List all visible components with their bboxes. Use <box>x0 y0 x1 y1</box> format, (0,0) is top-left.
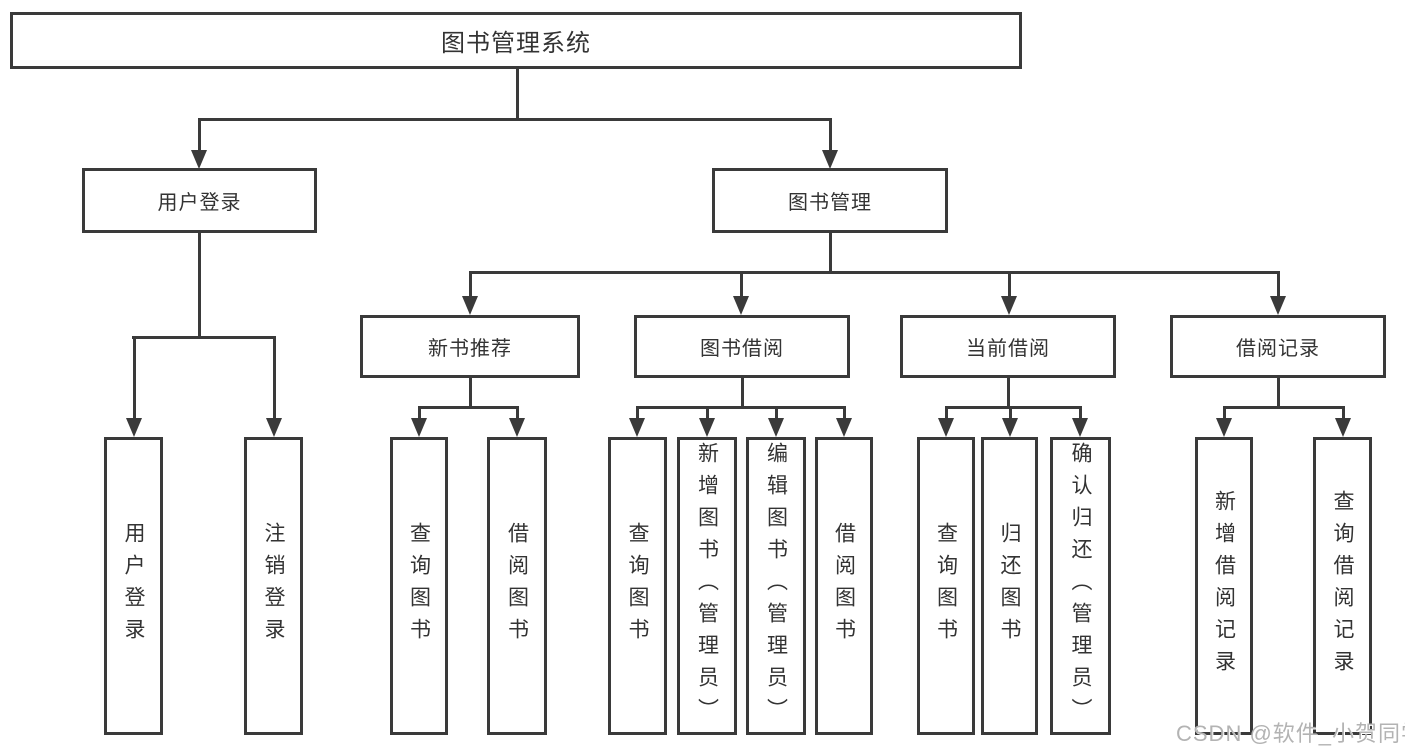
arrowhead-down-icon <box>1072 418 1088 437</box>
arrowhead-down-icon <box>462 296 478 315</box>
connector-root-hbar <box>198 118 831 121</box>
leaf-query-borrow-record: 查询借阅记录 <box>1313 437 1372 735</box>
connector-drop-book-management <box>829 118 832 151</box>
leaf-edit-book-admin: 编辑图书（管理员） <box>746 437 806 735</box>
leaf-label: 编辑图书（管理员） <box>764 442 788 730</box>
leaf-label: 用户登录 <box>122 522 145 650</box>
connector-new-book-hbar <box>418 406 519 409</box>
arrowhead-down-icon <box>836 418 852 437</box>
connector-user-login-stub <box>198 233 201 338</box>
connector-book-management-hbar <box>469 271 1280 274</box>
leaf-logout: 注销登录 <box>244 437 303 735</box>
connector-drop <box>775 406 778 420</box>
connector-borrow-record-hbar <box>1223 406 1344 409</box>
connector-drop <box>1342 406 1345 420</box>
node-book-borrow: 图书借阅 <box>634 315 850 378</box>
connector-drop <box>1223 406 1226 420</box>
connector-drop-leaf-logout <box>273 336 276 419</box>
watermark: CSDN @软件_小贺同学 <box>1176 721 1405 746</box>
leaf-new-book-borrow: 借阅图书 <box>487 437 547 735</box>
arrowhead-down-icon <box>1002 418 1018 437</box>
leaf-label: 查询借阅记录 <box>1331 490 1354 682</box>
connector-drop <box>516 406 519 420</box>
leaf-borrow-query-book: 查询图书 <box>608 437 667 735</box>
connector-drop-book-borrow <box>740 271 743 298</box>
arrowhead-down-icon <box>822 150 838 169</box>
connector-user-login-hbar <box>132 336 276 339</box>
leaf-add-borrow-record: 新增借阅记录 <box>1195 437 1253 735</box>
connector-current-borrow-hbar <box>945 406 1082 409</box>
connector-new-book-stub <box>469 378 472 408</box>
leaf-confirm-return-admin: 确认归还（管理员） <box>1050 437 1111 735</box>
leaf-label: 借阅图书 <box>505 522 529 650</box>
arrowhead-down-icon <box>1270 296 1286 315</box>
arrowhead-down-icon <box>768 418 784 437</box>
leaf-label: 注销登录 <box>262 522 285 650</box>
leaf-return-book: 归还图书 <box>981 437 1038 735</box>
leaf-label: 借阅图书 <box>832 522 856 650</box>
connector-drop-current-borrow <box>1008 271 1011 298</box>
connector-drop <box>1009 406 1012 420</box>
node-new-book-recommend: 新书推荐 <box>360 315 580 378</box>
connector-book-borrow-stub <box>741 378 744 408</box>
connector-borrow-record-stub <box>1277 378 1280 408</box>
connector-root-stub <box>516 68 519 120</box>
connector-drop-user-login <box>198 118 201 151</box>
leaf-user-login: 用户登录 <box>104 437 163 735</box>
leaf-borrow-book: 借阅图书 <box>815 437 873 735</box>
leaf-label: 新增图书（管理员） <box>695 442 719 730</box>
arrowhead-down-icon <box>938 418 954 437</box>
node-current-borrow: 当前借阅 <box>900 315 1116 378</box>
arrowhead-down-icon <box>266 418 282 437</box>
arrowhead-down-icon <box>733 296 749 315</box>
arrowhead-down-icon <box>1335 418 1351 437</box>
connector-drop-new-book <box>469 271 472 298</box>
leaf-label: 查询图书 <box>407 522 431 650</box>
arrowhead-down-icon <box>629 418 645 437</box>
leaf-current-query-book: 查询图书 <box>917 437 975 735</box>
connector-book-borrow-hbar <box>636 406 845 409</box>
connector-drop-leaf-login <box>133 336 136 419</box>
arrowhead-down-icon <box>1216 418 1232 437</box>
arrowhead-down-icon <box>126 418 142 437</box>
arrowhead-down-icon <box>411 418 427 437</box>
connector-current-borrow-stub <box>1007 378 1010 408</box>
node-book-management: 图书管理 <box>712 168 948 233</box>
connector-book-management-stub <box>829 233 832 273</box>
leaf-label: 查询图书 <box>626 522 649 650</box>
connector-drop <box>945 406 948 420</box>
arrowhead-down-icon <box>1001 296 1017 315</box>
node-borrow-record: 借阅记录 <box>1170 315 1386 378</box>
connector-drop <box>636 406 639 420</box>
arrowhead-down-icon <box>509 418 525 437</box>
arrowhead-down-icon <box>191 150 207 169</box>
connector-drop-borrow-record <box>1277 271 1280 298</box>
connector-drop <box>418 406 421 420</box>
leaf-new-book-query: 查询图书 <box>390 437 448 735</box>
leaf-label: 确认归还（管理员） <box>1069 442 1092 730</box>
node-library-system: 图书管理系统 <box>10 12 1022 69</box>
leaf-add-book-admin: 新增图书（管理员） <box>677 437 737 735</box>
leaf-label: 归还图书 <box>998 522 1021 650</box>
connector-drop <box>1079 406 1082 420</box>
arrowhead-down-icon <box>699 418 715 437</box>
connector-drop <box>706 406 709 420</box>
connector-drop <box>843 406 846 420</box>
leaf-label: 查询图书 <box>934 522 958 650</box>
leaf-label: 新增借阅记录 <box>1212 490 1236 682</box>
node-user-login: 用户登录 <box>82 168 317 233</box>
